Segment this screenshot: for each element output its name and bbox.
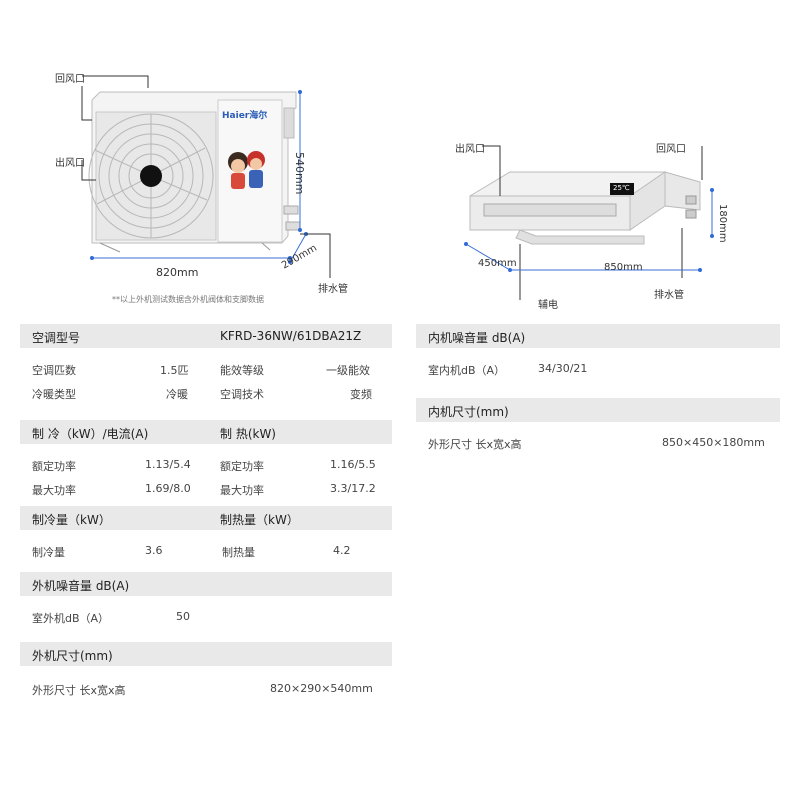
outdoor-size-value: 820×290×540mm bbox=[270, 682, 373, 695]
outdoor-noise-label: 室外机dB（A） bbox=[32, 612, 110, 625]
tech-label: 空调技术 bbox=[220, 388, 264, 401]
heat-capacity-value: 4.2 bbox=[333, 544, 351, 557]
fan-hub bbox=[140, 165, 162, 187]
heat-max-value: 3.3/17.2 bbox=[330, 482, 376, 495]
capacity-label: 空调匹数 bbox=[32, 364, 76, 377]
model-value: KFRD-36NW/61DBA21Z bbox=[220, 329, 362, 343]
indoor-return-air-label: 回风口 bbox=[656, 144, 686, 155]
mascot-icon bbox=[228, 151, 265, 189]
display-panel bbox=[610, 183, 634, 195]
outdoor-size-header: 外机尺寸(mm) bbox=[20, 642, 392, 666]
outdoor-test-note: **以上外机测试数据含外机阀体和支脚数据 bbox=[112, 295, 264, 304]
outdoor-noise-title: 外机噪音量 dB(A) bbox=[32, 579, 130, 593]
indoor-width-label: 850mm bbox=[604, 262, 643, 273]
outdoor-return-air-label: 回风口 bbox=[55, 74, 85, 85]
valve-upper bbox=[283, 205, 299, 215]
outdoor-size-label: 外形尺寸 长x宽x高 bbox=[32, 684, 126, 697]
indoor-height-label: 180mm bbox=[717, 204, 728, 243]
outdoor-unit-diagram bbox=[81, 75, 331, 278]
indoor-noise-title: 内机噪音量 dB(A) bbox=[428, 331, 526, 345]
outdoor-size-title: 外机尺寸(mm) bbox=[32, 649, 113, 663]
model-label: 空调型号 bbox=[32, 331, 81, 345]
depth-dimension-line bbox=[289, 233, 307, 263]
indoor-drain-label: 排水管 bbox=[654, 290, 684, 301]
handle bbox=[283, 107, 295, 139]
indoor-unit-diagram bbox=[464, 145, 714, 300]
heat-rated-label: 额定功率 bbox=[220, 460, 264, 473]
heat-rated-value: 1.16/5.5 bbox=[330, 458, 376, 471]
brand-logo: Haier海尔 bbox=[222, 111, 268, 121]
indoor-size-label: 外形尺寸 长x宽x高 bbox=[428, 438, 522, 451]
cool-max-value: 1.69/8.0 bbox=[145, 482, 191, 495]
temperature-display: 25℃ bbox=[613, 184, 630, 192]
outdoor-outlet-label: 出风口 bbox=[55, 158, 85, 169]
cool-rated-value: 1.13/5.4 bbox=[145, 458, 191, 471]
cool-power-header: 制 冷（kW）/电流(A) bbox=[32, 427, 149, 441]
indoor-size-header: 内机尺寸(mm) bbox=[416, 398, 780, 422]
indoor-size-title: 内机尺寸(mm) bbox=[428, 405, 509, 419]
capacity-header: 制冷量（kW） 制热量（kW） bbox=[20, 506, 392, 530]
cool-capacity-header: 制冷量（kW） bbox=[32, 513, 111, 527]
indoor-depth-label: 450mm bbox=[478, 258, 517, 269]
power-header: 制 冷（kW）/电流(A) 制 热(kW) bbox=[20, 420, 392, 444]
outdoor-width-label: 820mm bbox=[156, 266, 199, 279]
capacity-value: 1.5匹 bbox=[160, 364, 189, 377]
type-value: 冷暖 bbox=[166, 388, 188, 401]
return-air-box bbox=[515, 229, 645, 245]
indoor-size-value: 850×450×180mm bbox=[662, 436, 765, 449]
type-label: 冷暖类型 bbox=[32, 388, 76, 401]
heat-capacity-header: 制热量（kW） bbox=[220, 513, 299, 527]
outdoor-drain-label: 排水管 bbox=[318, 284, 348, 295]
efficiency-label: 能效等级 bbox=[220, 364, 264, 377]
fan-grille bbox=[88, 113, 214, 239]
outdoor-noise-value: 50 bbox=[176, 610, 190, 623]
air-outlet-grille bbox=[483, 203, 617, 217]
cool-capacity-value: 3.6 bbox=[145, 544, 163, 557]
indoor-noise-header: 内机噪音量 dB(A) bbox=[416, 324, 780, 348]
efficiency-value: 一级能效 bbox=[326, 364, 370, 377]
indoor-depth-dimension-line bbox=[465, 243, 511, 271]
heat-capacity-label: 制热量 bbox=[222, 546, 255, 559]
heat-power-header: 制 热(kW) bbox=[220, 427, 276, 441]
indoor-aux-heat-label: 辅电 bbox=[538, 300, 558, 311]
indoor-noise-label: 室内机dB（A） bbox=[428, 364, 506, 377]
heat-max-label: 最大功率 bbox=[220, 484, 264, 497]
valve-lower bbox=[285, 221, 301, 231]
outdoor-noise-header: 外机噪音量 dB(A) bbox=[20, 572, 392, 596]
cool-rated-label: 额定功率 bbox=[32, 460, 76, 473]
outdoor-height-label: 540mm bbox=[293, 152, 306, 195]
tech-value: 变频 bbox=[350, 388, 372, 401]
cool-max-label: 最大功率 bbox=[32, 484, 76, 497]
indoor-noise-value: 34/30/21 bbox=[538, 362, 588, 375]
cool-capacity-label: 制冷量 bbox=[32, 546, 65, 559]
indoor-outlet-label: 出风口 bbox=[455, 144, 485, 155]
model-header: 空调型号 KFRD-36NW/61DBA21Z bbox=[20, 324, 392, 348]
